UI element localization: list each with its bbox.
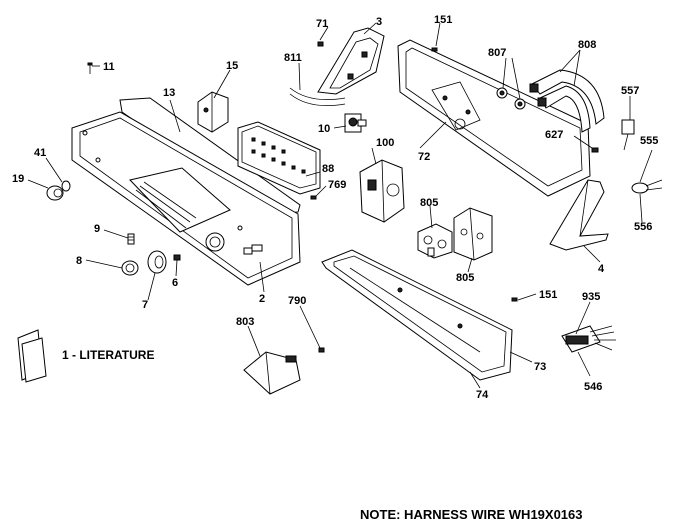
part-100-timer: [359, 159, 405, 223]
callout-803: 803: [236, 316, 254, 328]
callout-11: 11: [103, 61, 115, 73]
callout-3: 3: [376, 16, 382, 28]
callout-790: 790: [288, 295, 306, 307]
part-808-hose: [529, 69, 605, 133]
part-8-ring: [121, 260, 139, 276]
leader-lines: [27, 22, 653, 389]
part-71-screw: [317, 41, 324, 47]
callout-811: 811: [284, 52, 302, 64]
literature-booklet-icon: [17, 329, 47, 383]
callout-15: 15: [226, 60, 238, 72]
callout-546: 546: [584, 381, 602, 393]
callout-71: 71: [316, 18, 328, 30]
callout-100: 100: [376, 137, 394, 149]
callout-9: 9: [94, 223, 100, 235]
callout-151-lower: 151: [539, 289, 557, 301]
part-41-knob: [61, 180, 71, 192]
part-15-switch: [197, 91, 229, 133]
callout-808: 808: [578, 39, 596, 51]
harness-wire-note: NOTE: HARNESS WIRE WH19X0163: [360, 507, 583, 522]
callout-8: 8: [76, 255, 82, 267]
part-11-screw: [87, 62, 93, 74]
callout-627: 627: [545, 129, 563, 141]
callout-72: 72: [418, 151, 430, 163]
callout-555: 555: [640, 135, 658, 147]
callout-807: 807: [488, 47, 506, 59]
part-88-board: [237, 121, 321, 195]
part-9-spring: [127, 233, 135, 245]
part-3-bracket: [317, 27, 385, 95]
part-805-valve: [417, 223, 453, 259]
part-555-cord: [631, 179, 663, 194]
callout-556: 556: [634, 221, 652, 233]
part-790-screw: [318, 347, 325, 353]
callout-73: 73: [534, 361, 546, 373]
callout-6: 6: [172, 277, 178, 289]
callout-805-upper: 805: [420, 197, 438, 209]
callout-769: 769: [328, 179, 346, 191]
part-4-end-cap: [549, 179, 609, 251]
callout-74: 74: [476, 389, 489, 401]
part-10-valve: [344, 113, 367, 133]
callout-2: 2: [259, 293, 265, 305]
part-803-bracket: [243, 351, 301, 395]
callout-805-lower: 805: [456, 272, 474, 284]
part-769-screw: [310, 195, 317, 200]
part-6-clip: [173, 254, 181, 261]
callout-labels: 71 3 151 807 808 11 811 15 13 557 10 627…: [12, 14, 658, 401]
part-19-knob: [46, 185, 64, 201]
part-151-screw-bottom: [511, 297, 518, 302]
callout-88: 88: [322, 163, 334, 175]
part-557-switch: [621, 119, 635, 151]
part-73-base-panel: [321, 249, 513, 381]
part-72-back-panel: [397, 39, 591, 197]
literature-label: 1 - LITERATURE: [62, 348, 154, 362]
part-546-harness: [561, 325, 616, 353]
callout-41: 41: [34, 147, 46, 159]
part-151-screw-top: [431, 47, 438, 52]
callout-4: 4: [598, 263, 605, 275]
callout-19: 19: [12, 173, 24, 185]
part-811-hose: [289, 87, 346, 107]
callout-151: 151: [434, 14, 452, 26]
callout-557: 557: [621, 85, 639, 97]
callout-13: 13: [163, 87, 175, 99]
part-805-switch: [453, 207, 493, 261]
callout-10: 10: [318, 123, 330, 135]
control-panel-front: [71, 97, 301, 286]
callout-7: 7: [142, 299, 148, 311]
part-807-grommet: [496, 87, 526, 110]
part-7-knob: [147, 250, 167, 274]
callout-935: 935: [582, 291, 600, 303]
part-627-clip: [591, 147, 599, 153]
